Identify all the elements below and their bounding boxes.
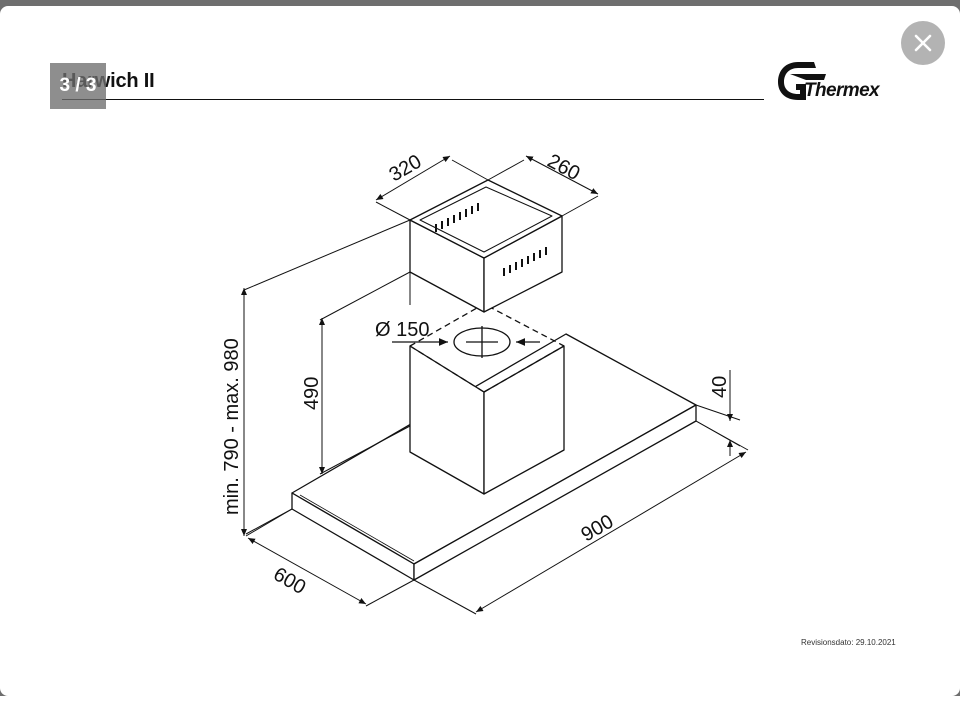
dim-320-label: 320 (386, 151, 426, 187)
close-icon (914, 34, 932, 52)
dim-height-range-label: min. 790 - max. 980 (221, 338, 243, 515)
dim-260-label: 260 (544, 150, 584, 185)
image-viewer: 320 260 Ø 150 min. 790 - max. 980 490 40… (0, 6, 960, 696)
dim-900-label: 900 (578, 511, 618, 547)
dim-40-label: 40 (709, 376, 731, 398)
logo-wordmark: Thermex (804, 80, 880, 101)
image-counter: 3 / 3 (50, 63, 106, 109)
revision-date: Revisionsdato: 29.10.2021 (801, 638, 896, 647)
close-button[interactable] (901, 21, 945, 65)
dim-150-label: Ø 150 (375, 319, 429, 341)
technical-drawing: 320 260 Ø 150 min. 790 - max. 980 490 40… (221, 150, 749, 615)
upper-chimney (409, 179, 563, 313)
thermex-logo: Thermex (776, 56, 906, 106)
next-page-peek (0, 696, 960, 703)
title-divider (62, 99, 764, 100)
dim-490-label: 490 (301, 377, 323, 410)
